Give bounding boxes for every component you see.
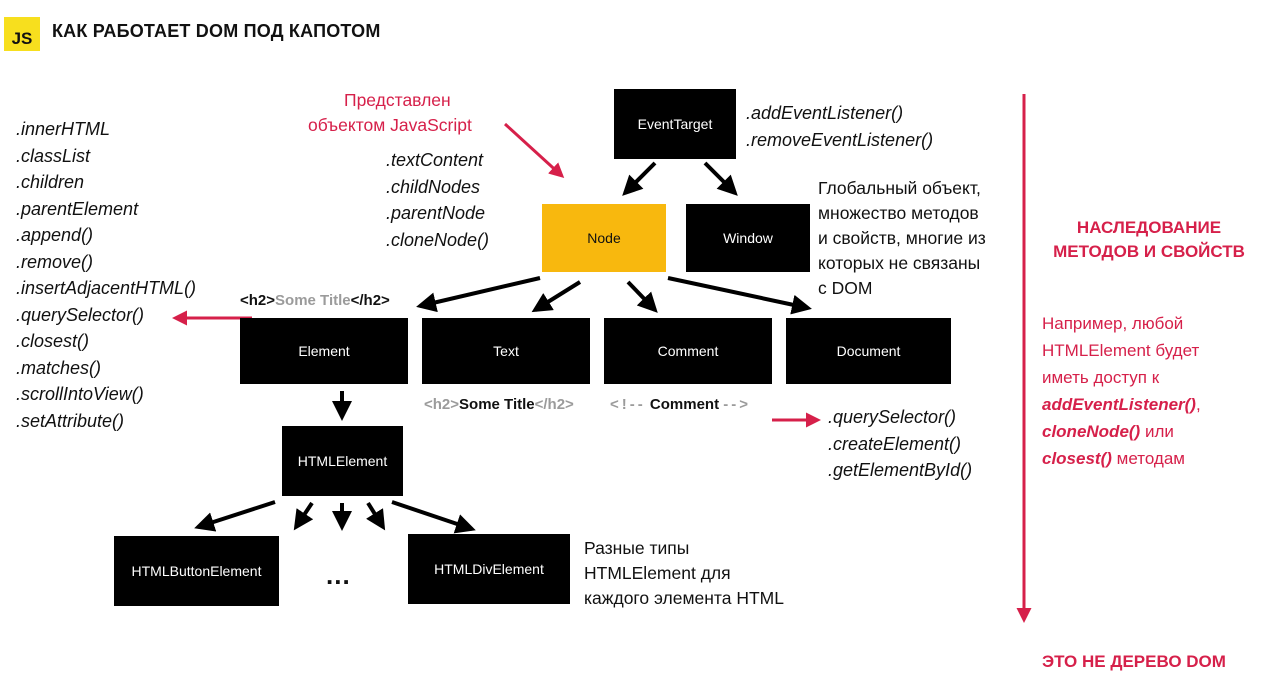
text-box: Text: [422, 318, 590, 384]
element-method: .matches(): [16, 357, 102, 378]
arrow-node-comment: [626, 280, 658, 313]
document-method: .getElementById(): [828, 460, 973, 480]
element-example: <h2>Some Title</h2>: [240, 292, 390, 309]
element-example-close-tag: </h2>: [350, 292, 390, 309]
window-note-line: множество методов: [818, 203, 979, 223]
html-types-note: Разные типы HTMLElement для каждого элем…: [584, 536, 784, 611]
arrow-htmlelement-child2: [293, 501, 314, 531]
node-method: .parentNode: [386, 203, 486, 223]
arrow-node-text: [531, 280, 582, 313]
document-box: Document: [786, 318, 951, 384]
element-method: .insertAdjacentHTML(): [16, 278, 197, 298]
element-method: .children: [16, 172, 85, 192]
eventtarget-box: EventTarget: [614, 89, 736, 159]
element-method: .append(): [16, 225, 94, 245]
element-method: .querySelector(): [16, 304, 145, 325]
comment-example-open: <!--: [610, 396, 646, 413]
window-note-line: с DOM: [818, 278, 873, 298]
element-method: .scrollIntoView(): [16, 384, 144, 404]
arrow-eventtarget-window: [703, 161, 738, 196]
element-method: .closest(): [16, 331, 90, 351]
arrow-htmlelement-button: [194, 500, 276, 532]
ellipsis: ...: [326, 560, 351, 590]
inheritance-title: НАСЛЕДОВАНИЕ МЕТОДОВ И СВОЙСТВ: [1036, 216, 1262, 264]
element-example-content: Some Title: [275, 292, 351, 309]
node-box: Node: [542, 204, 666, 272]
annotation-line1: Представлен: [344, 90, 451, 110]
eventtarget-methods: .addEventListener() .removeEventListener…: [746, 100, 933, 153]
comment-example: <!-- Comment -->: [610, 396, 751, 413]
window-note-line: которых не связаны: [818, 253, 981, 273]
html-types-note-line: HTMLElement для: [584, 563, 731, 583]
window-note-line: и свойств, многие из: [818, 228, 986, 248]
arrow-eventtarget-node: [622, 161, 657, 196]
method-remove-event-listener: .removeEventListener(): [746, 129, 934, 150]
inheritance-method-addeventlistener: addEventListener(): [1042, 395, 1196, 414]
inheritance-title-line1: НАСЛЕДОВАНИЕ: [1076, 218, 1222, 237]
text-example-content: Some Title: [459, 396, 535, 413]
element-method: .classList: [16, 145, 91, 166]
comment-example-content: Comment: [649, 396, 720, 413]
html-types-note-line: каждого элемента HTML: [584, 588, 784, 608]
arrow-htmlelement-div: [391, 500, 476, 534]
inheritance-title-line2: МЕТОДОВ И СВОЙСТВ: [1053, 242, 1245, 261]
document-methods: .querySelector() .createElement() .getEl…: [828, 404, 972, 484]
inheritance-method-clonenode: cloneNode(): [1042, 422, 1141, 441]
not-dom-tree-footer: ЭТО НЕ ДЕРЕВО DOM: [1042, 652, 1226, 671]
arrow-node-document: [667, 276, 812, 315]
node-method: .cloneNode(): [386, 229, 490, 250]
arrow-annotation-node: [503, 122, 565, 179]
htmldivelement-box: HTMLDivElement: [408, 534, 570, 604]
element-method: .innerHTML: [16, 119, 111, 139]
method-add-event-listener: .addEventListener(): [746, 103, 904, 123]
inheritance-note-line1: Например, любой: [1042, 314, 1184, 333]
document-method: .querySelector(): [828, 407, 957, 427]
comment-box: Comment: [604, 318, 772, 384]
inheritance-note-line2: HTMLElement будет: [1042, 341, 1200, 360]
element-box: Element: [240, 318, 408, 384]
htmlbuttonelement-box: HTMLButtonElement: [114, 536, 279, 606]
annotation-line2: объектом JavaScript: [308, 115, 472, 135]
js-logo: JS: [4, 17, 40, 51]
node-methods: .textContent .childNodes .parentNode .cl…: [386, 147, 489, 253]
comment-example-close: -->: [723, 396, 752, 413]
text-example-open-tag: <h2>: [424, 396, 460, 413]
document-method: .createElement(): [828, 433, 962, 454]
inheritance-sep1: ,: [1195, 395, 1201, 414]
element-method: .parentElement: [16, 198, 139, 219]
text-example-close-tag: </h2>: [534, 396, 574, 413]
text-example: <h2>Some Title</h2>: [424, 396, 574, 413]
window-note: Глобальный объект, множество методов и с…: [818, 176, 986, 301]
inheritance-method-closest: closest(): [1042, 449, 1112, 468]
annotation-javascript-object: Представлен объектом JavaScript: [308, 88, 472, 138]
html-types-note-line: Разные типы: [584, 538, 690, 558]
inheritance-note-line3: иметь доступ к: [1042, 368, 1160, 387]
node-method: .textContent: [386, 150, 484, 170]
htmlelement-box: HTMLElement: [282, 426, 403, 496]
inheritance-sep2: или: [1140, 422, 1174, 441]
node-method: .childNodes: [386, 176, 481, 197]
arrow-node-element: [416, 276, 541, 313]
inheritance-note: Например, любой HTMLElement будет иметь …: [1042, 310, 1201, 472]
element-method: .setAttribute(): [16, 410, 125, 431]
page-title: КАК РАБОТАЕТ DOM ПОД КАПОТОМ: [52, 21, 381, 41]
arrow-htmlelement-child4: [366, 501, 386, 531]
window-note-line: Глобальный объект,: [818, 178, 981, 198]
element-example-open-tag: <h2>: [240, 292, 276, 309]
element-method: .remove(): [16, 251, 94, 272]
window-box: Window: [686, 204, 810, 272]
inheritance-sep3: методам: [1111, 449, 1185, 468]
element-methods: .innerHTML .classList .children .parentE…: [16, 116, 196, 434]
